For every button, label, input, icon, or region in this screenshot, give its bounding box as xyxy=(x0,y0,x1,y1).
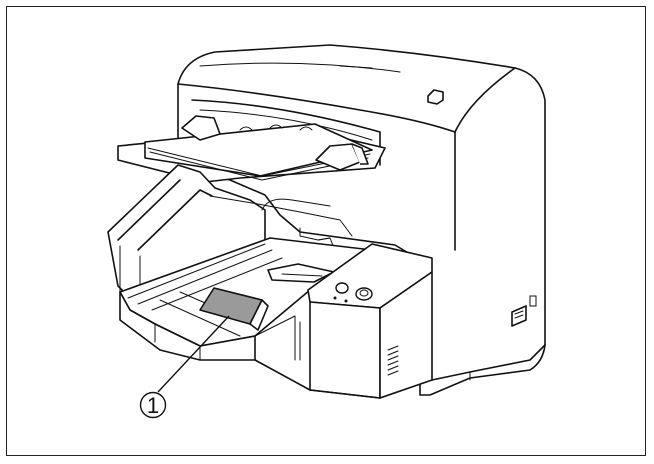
callout-1-label: 1 xyxy=(147,393,159,418)
callout-1-circle-icon xyxy=(139,391,167,419)
vent-slots xyxy=(387,345,399,376)
start-button-icon xyxy=(355,287,373,301)
scanner-front-frame xyxy=(107,164,353,299)
callout-1: 1 xyxy=(139,315,230,419)
scanner-base xyxy=(254,344,546,399)
control-panel xyxy=(307,243,433,399)
indicator-led-icon xyxy=(333,296,348,303)
side-ports xyxy=(511,295,537,327)
stop-button-icon xyxy=(335,282,349,294)
document-stopper xyxy=(199,287,269,331)
